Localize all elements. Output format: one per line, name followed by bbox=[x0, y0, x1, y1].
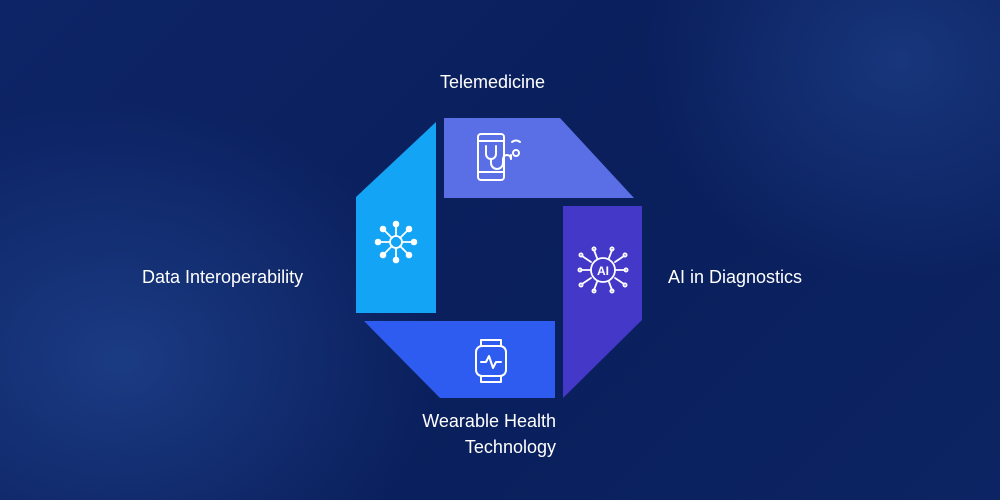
segment-wearable-health bbox=[364, 321, 555, 398]
label-wearable-health: Wearable Health Technology bbox=[404, 408, 556, 460]
ai-chip-icon bbox=[577, 246, 629, 294]
segment-telemedicine bbox=[444, 118, 634, 198]
phone-stethoscope-icon bbox=[477, 133, 521, 181]
segment-ai-diagnostics bbox=[563, 206, 642, 398]
label-telemedicine: Telemedicine bbox=[440, 72, 546, 92]
label-ai-diagnostics: AI in Diagnostics bbox=[668, 267, 803, 287]
label-wearable-health-line2: Technology bbox=[464, 437, 556, 457]
segment-data-interoperability bbox=[356, 122, 436, 313]
smartwatch-icon bbox=[475, 339, 507, 383]
label-data-interoperability: Data Interoperability bbox=[142, 267, 304, 287]
network-hub-icon bbox=[374, 220, 418, 264]
label-wearable-health-line1: Wearable Health bbox=[422, 411, 556, 431]
ai-chip-icon-text: AI bbox=[597, 264, 609, 278]
